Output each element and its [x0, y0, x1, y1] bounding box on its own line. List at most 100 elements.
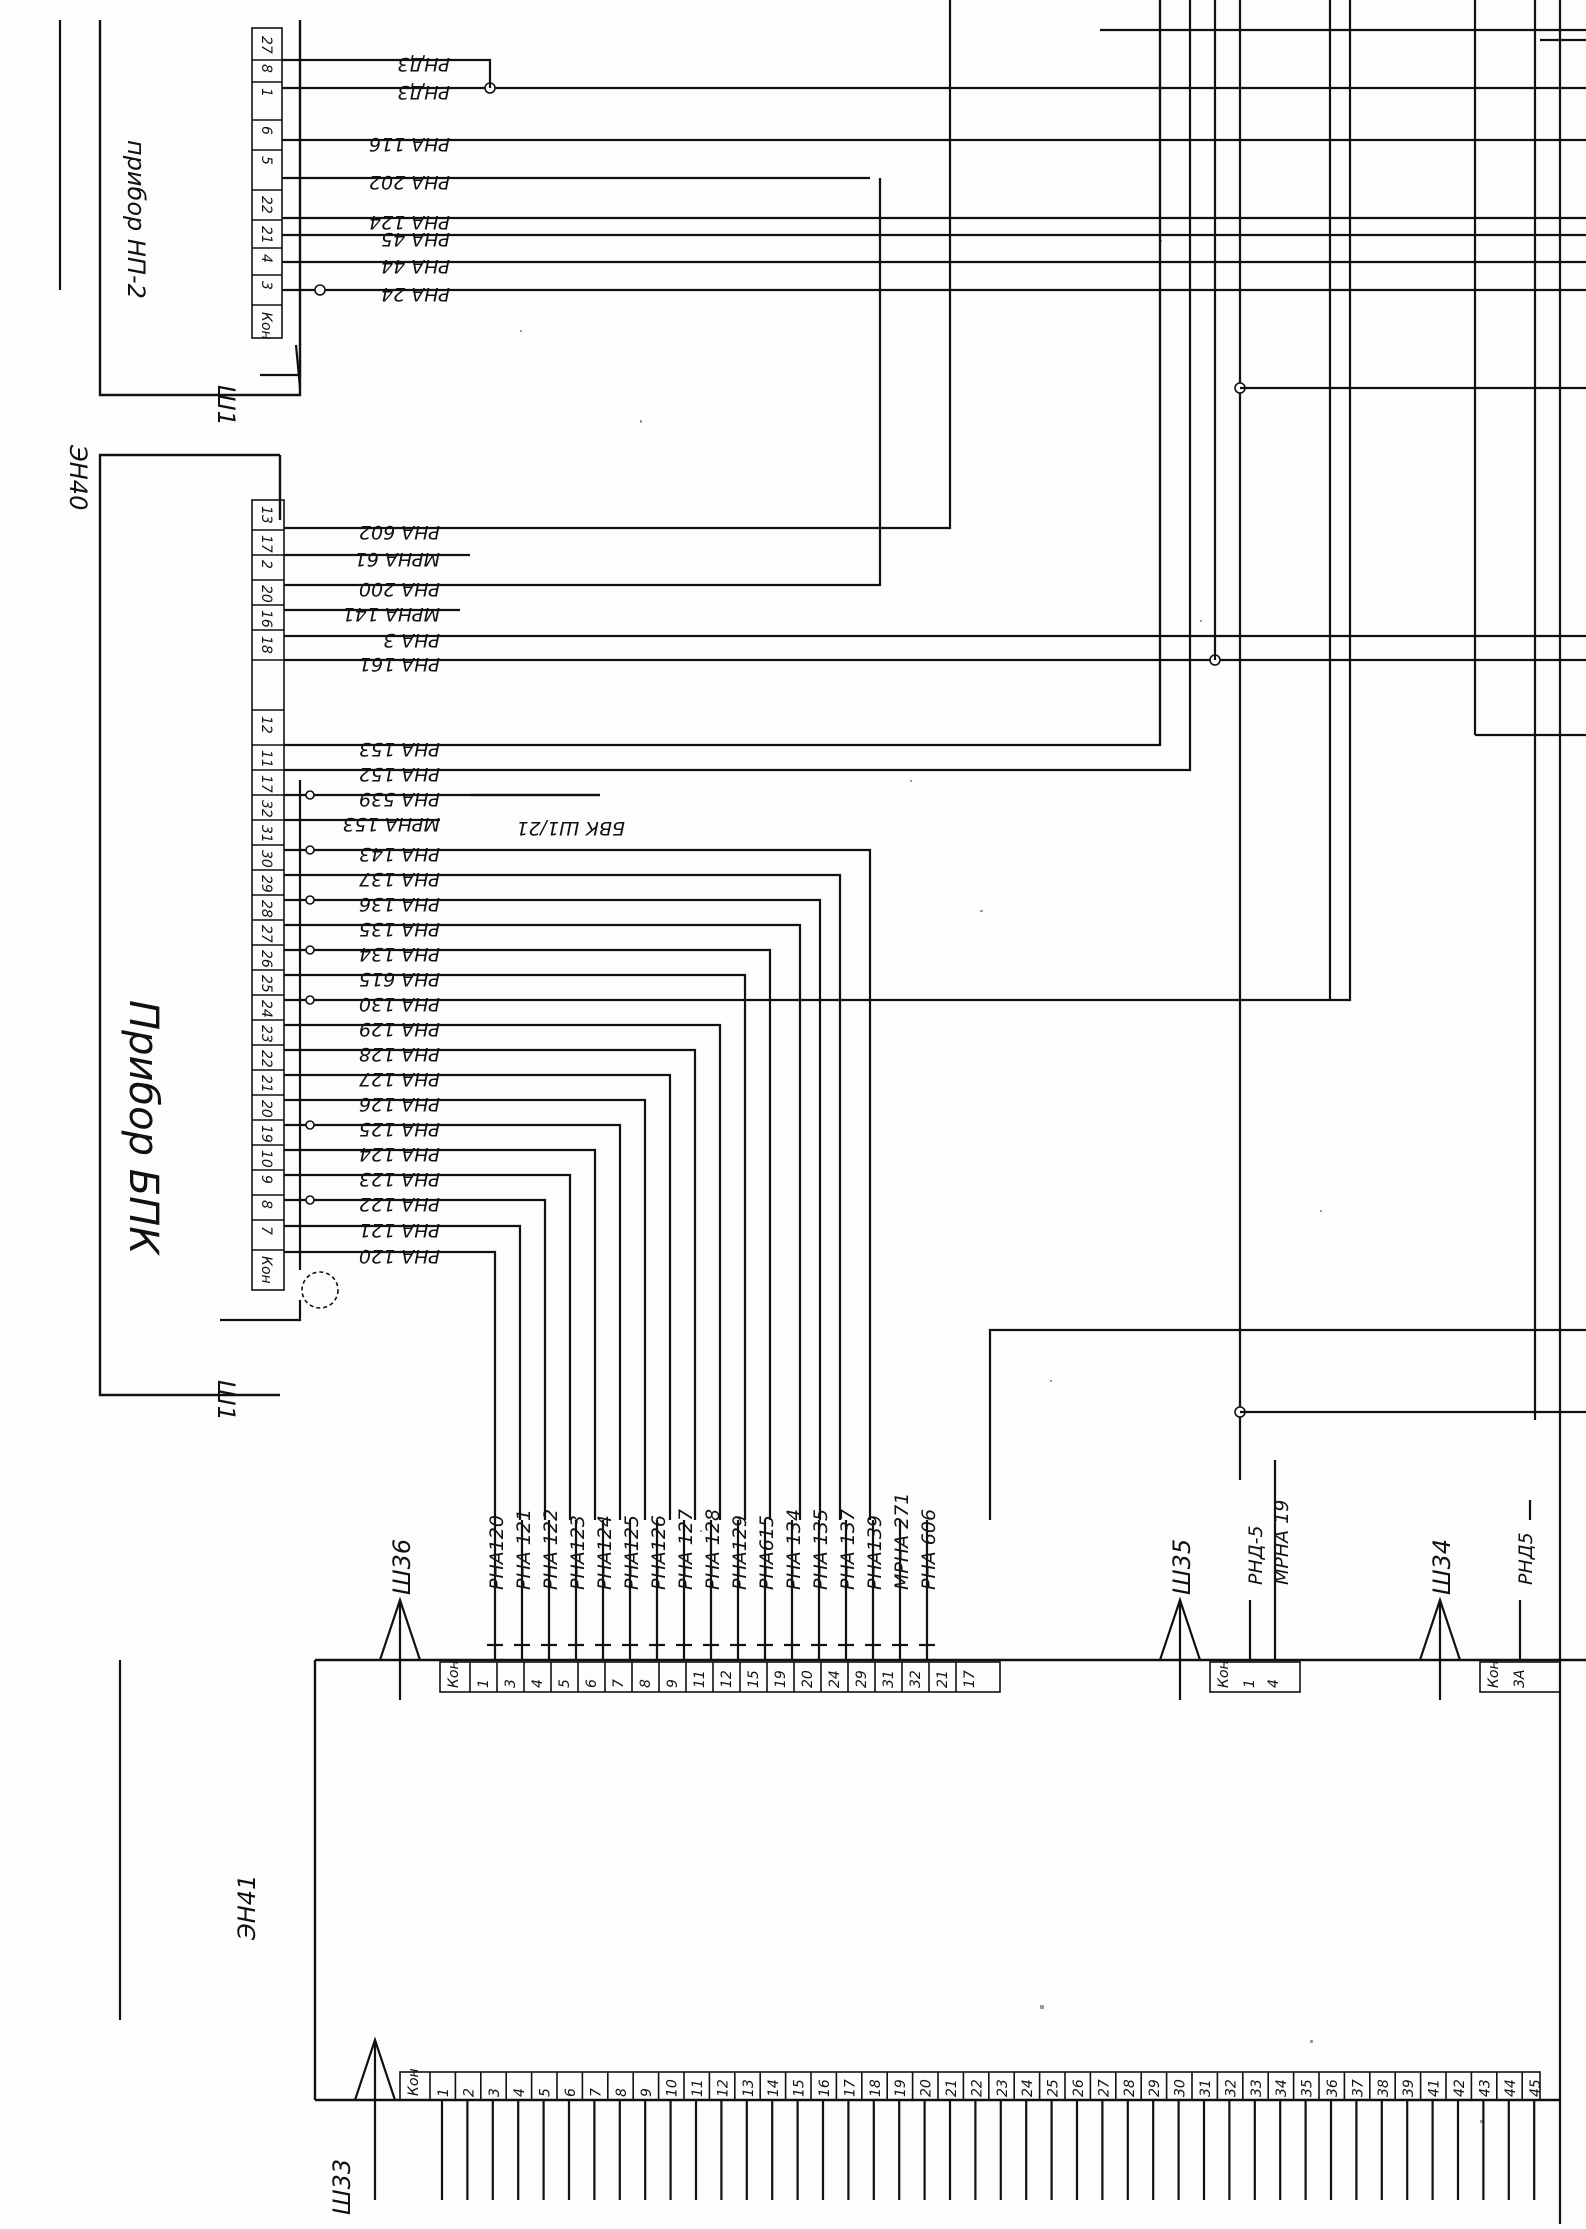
sh33-pin: 43 — [1477, 2079, 1493, 2097]
sh33-pin: 45 — [1528, 2079, 1544, 2097]
sh36-pin: 11 — [692, 1670, 708, 1688]
sh36-wire-label: РНА 127 — [675, 1509, 697, 1590]
sh36-wire-label: РНА124 — [594, 1515, 616, 1590]
sh33-pin: 22 — [969, 2079, 985, 2097]
sh33-header: Кон — [406, 2068, 422, 2096]
sh36-wire-label: РНА129 — [729, 1515, 751, 1590]
sh36-wire-label: РНА 122 — [540, 1509, 562, 1590]
sh33-pin: 31 — [1198, 2079, 1214, 2097]
sh33-pin: 15 — [792, 2079, 808, 2097]
sh36-pin: 5 — [557, 1679, 573, 1688]
sh33-pin: 39 — [1401, 2079, 1417, 2097]
sh35-pin: 4 — [1266, 1679, 1282, 1688]
sh36-wire-label: РНА 134 — [783, 1509, 805, 1590]
bpk-pin: 32 — [258, 800, 274, 818]
bpk-wire-label: РНА 127 — [359, 1068, 440, 1090]
sh33-pin: 41 — [1427, 2079, 1443, 2097]
sh36-pin: 8 — [638, 1679, 654, 1688]
bpk-pin: 27 — [258, 925, 274, 943]
sh33-pin: 9 — [639, 2088, 655, 2097]
sh36-wire-label: РНА615 — [756, 1515, 778, 1590]
bpk-title: Прибор БПК — [120, 1000, 166, 1256]
bpk-pin: 29 — [258, 875, 274, 893]
np2-pin: 8 — [258, 64, 274, 73]
sh33-pin: 12 — [715, 2079, 731, 2097]
bpk-wire-label: РНА 136 — [359, 893, 440, 915]
np2-wire-label: РНД3 — [397, 53, 450, 75]
sh35-label: Ш35 — [1168, 1539, 1196, 1595]
bpk-wire-label: РНА 125 — [359, 1118, 440, 1140]
sh33-pin: 25 — [1046, 2079, 1062, 2097]
bpk-pin: 31 — [258, 825, 274, 843]
sh36-wire-label: РНА 606 — [918, 1509, 940, 1590]
sh36-pin: 20 — [800, 1670, 816, 1688]
sh33-pin: 30 — [1173, 2079, 1189, 2097]
np2-outline — [98, 20, 302, 397]
sh33-pin: 19 — [893, 2079, 909, 2097]
sh36-pin: 3 — [503, 1679, 519, 1688]
np2-pin: 27 — [258, 36, 274, 54]
sh36-pin: 21 — [935, 1670, 951, 1688]
sh33-pin-row — [399, 2071, 1541, 2101]
sh33-pin: 27 — [1096, 2079, 1112, 2097]
bpk-pin: 24 — [258, 1000, 274, 1018]
sh34-pin: 3А — [1512, 1670, 1528, 1688]
sh36-pin: 17 — [962, 1670, 978, 1688]
bpk-pin: 28 — [258, 900, 274, 918]
bpk-wire-label: РНА 129 — [359, 1018, 440, 1040]
bpk-unit-label: ЭН40 — [64, 444, 92, 510]
sh33-pin: 32 — [1223, 2079, 1239, 2097]
bpk-wire-label: РНА 134 — [359, 943, 440, 965]
sh33-pin: 38 — [1376, 2079, 1392, 2097]
sh36-wire-label: РНА125 — [621, 1515, 643, 1590]
bpk-wire-label: РНА 126 — [359, 1093, 440, 1115]
np2-arrow — [260, 360, 302, 377]
bpk-wire-label: РНА 3 — [383, 629, 440, 651]
sh33-pin: 42 — [1452, 2079, 1468, 2097]
sh36-pin: 19 — [773, 1670, 789, 1688]
sh35-wire-label: МРНА 19 — [1271, 1500, 1293, 1585]
np2-pin: 4 — [258, 254, 274, 263]
bpk-wire-label: РНА 161 — [359, 653, 440, 675]
bpk-pin: 19 — [258, 1125, 274, 1143]
np2-wires — [282, 58, 1586, 296]
np2-header: Кон — [258, 312, 274, 340]
bpk-connector-label: Ш1 — [212, 1380, 240, 1421]
bpk-wire-label: РНА 153 — [359, 738, 440, 760]
sh33-pin: 24 — [1020, 2079, 1036, 2097]
bpk-pin: 8 — [258, 1200, 274, 1209]
device-np2: прибор НП-2 Ш1 Кон 27 8 1 6 5 22 21 4 3 — [58, 20, 1586, 426]
sh33-pin: 26 — [1071, 2079, 1087, 2097]
np2-pin: 3 — [258, 281, 274, 290]
bpk-pin: 25 — [258, 975, 274, 993]
bpk-pin: 2 — [258, 560, 274, 569]
sh35-pin: 1 — [1242, 1679, 1258, 1688]
np2-pin: 1 — [258, 88, 274, 97]
bpk-pin: 17 — [258, 775, 274, 793]
bpk-wire-label: РНА 143 — [359, 843, 440, 865]
scan-noise — [520, 240, 1483, 2123]
bpk-wire-label: РНА 152 — [359, 763, 440, 785]
bpk-wire-label: РНА 123 — [359, 1168, 440, 1190]
sh33-pin: 29 — [1147, 2079, 1163, 2097]
sh36-pin: 29 — [854, 1670, 870, 1688]
sh33-pin: 5 — [538, 2088, 554, 2097]
en41-unit-label: ЭН41 — [233, 1875, 261, 1941]
bpk-wire-label: РНА 128 — [359, 1043, 440, 1065]
sh35-header: Кон — [1216, 1660, 1232, 1688]
sh33-label: Ш33 — [328, 2159, 356, 2215]
sh33-pin: 20 — [919, 2079, 935, 2097]
bpk-wire-label: РНА 130 — [359, 993, 440, 1015]
sh36-pin: 4 — [530, 1679, 546, 1688]
sh33-pin: 28 — [1122, 2079, 1138, 2097]
sh33-pin: 23 — [995, 2079, 1011, 2097]
sh33-pin: 14 — [766, 2079, 782, 2097]
bpk-wire-label: МРНА 153 — [343, 813, 440, 835]
np2-wire-label: РНА 202 — [369, 171, 450, 193]
bpk-wire-label: РНА 602 — [359, 521, 440, 543]
bpk-pin: 20 — [258, 1100, 274, 1118]
